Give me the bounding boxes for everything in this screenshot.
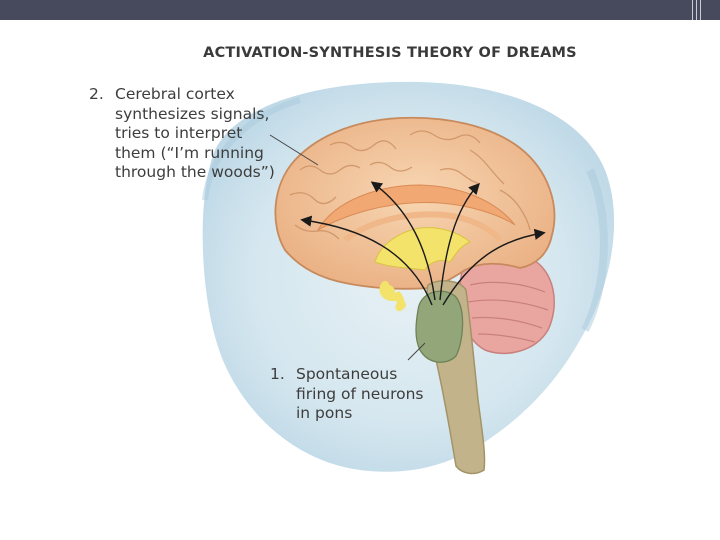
pons-label-line: Spontaneous: [296, 365, 470, 385]
cortex-label-line: them (“I’m running: [115, 144, 319, 164]
pons-label: 1. Spontaneous firing of neurons in pons: [270, 365, 470, 424]
cortex-label-line: through the woods”): [115, 163, 319, 183]
pons: [416, 291, 463, 362]
pons-label-line: firing of neurons: [296, 385, 470, 405]
cortex-label-number: 2.: [89, 85, 104, 105]
cortex-label-line: tries to interpret: [115, 124, 319, 144]
pons-label-line: in pons: [296, 404, 470, 424]
pons-label-number: 1.: [270, 365, 285, 385]
cortex-label-line: synthesizes signals,: [115, 105, 319, 125]
cortex-label-line: Cerebral cortex: [115, 85, 319, 105]
cortex-label: 2. Cerebral cortex synthesizes signals, …: [89, 85, 319, 183]
